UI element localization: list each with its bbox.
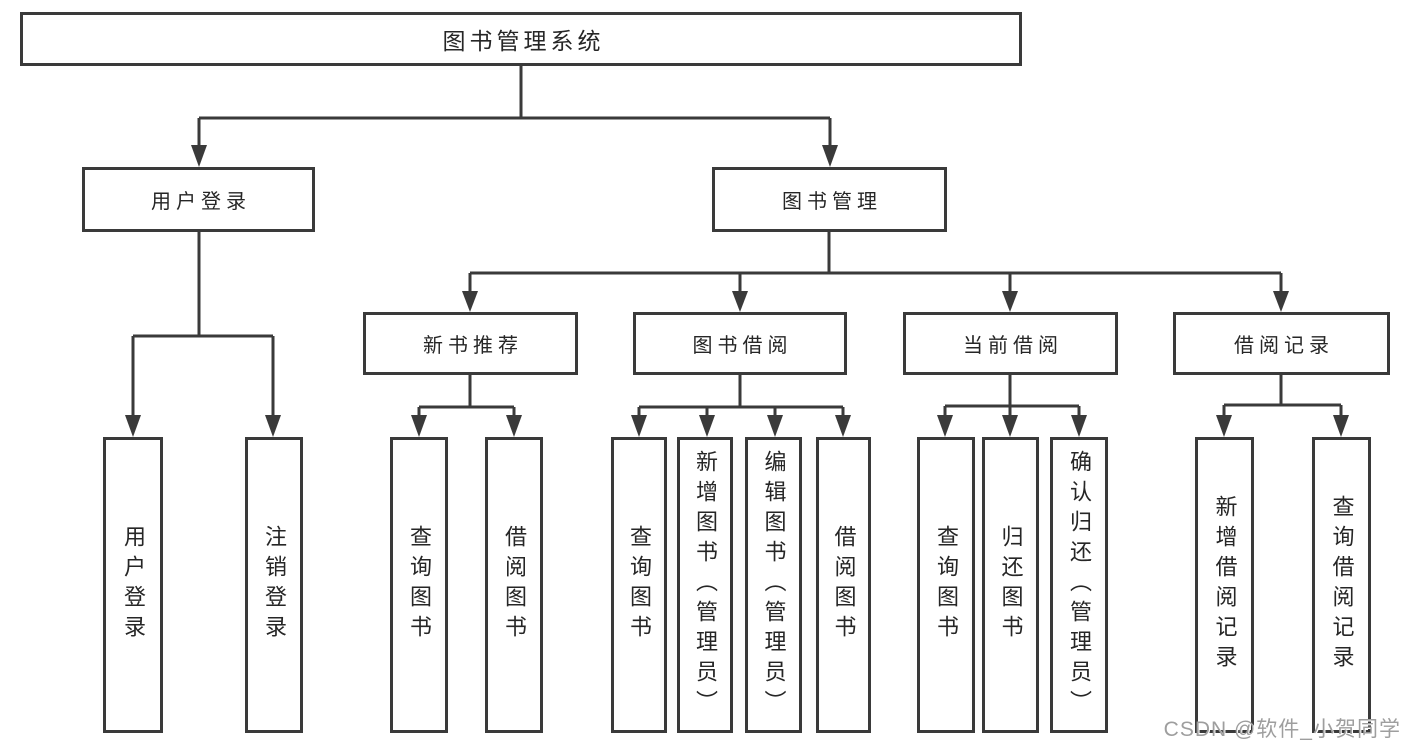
node-label: 借阅图书 [831,525,857,645]
leaf-logout: 注销登录 [245,437,303,733]
node-label: 归还图书 [998,525,1024,645]
node-borrow-records: 借阅记录 [1173,312,1390,375]
leaf-borrow-book: 借阅图书 [816,437,871,733]
node-label: 图书管理 [782,191,882,213]
node-user-login: 用户登录 [82,167,315,232]
leaf-recommend-borrow-book: 借阅图书 [485,437,543,733]
leaf-edit-book-admin: 编辑图书（管理员） [745,437,802,733]
node-label: 借阅图书 [502,525,527,645]
node-label: 借阅记录 [1234,335,1334,357]
leaf-borrow-query-book: 查询图书 [611,437,667,733]
node-label: 当前借阅 [963,335,1063,357]
node-library-system: 图书管理系统 [20,12,1022,66]
node-label: 编辑图书（管理员） [761,450,787,720]
node-new-book-recommend: 新书推荐 [363,312,578,375]
node-label: 查询图书 [934,525,959,645]
leaf-current-query-book: 查询图书 [917,437,975,733]
node-book-management: 图书管理 [712,167,947,232]
leaf-return-book: 归还图书 [982,437,1039,733]
node-label: 图书管理系统 [442,28,605,54]
csdn-watermark: CSDN @软件_小贺同学 [1163,718,1401,741]
node-label: 用户登录 [121,525,146,645]
node-label: 查询图书 [407,525,432,645]
node-book-borrow: 图书借阅 [633,312,847,375]
node-label: 确认归还（管理员） [1067,450,1092,720]
leaf-confirm-return-admin: 确认归还（管理员） [1050,437,1108,733]
node-label: 图书借阅 [692,335,793,357]
node-label: 用户登录 [151,191,251,213]
node-label: 查询借阅记录 [1329,495,1355,675]
leaf-recommend-query-book: 查询图书 [390,437,448,733]
leaf-add-book-admin: 新增图书（管理员） [677,437,733,733]
node-label: 新增借阅记录 [1212,495,1238,675]
leaf-user-login: 用户登录 [103,437,163,733]
node-label: 注销登录 [262,525,287,645]
leaf-add-borrow-record: 新增借阅记录 [1195,437,1254,733]
node-label: 新增图书（管理员） [693,450,718,720]
node-label: 查询图书 [627,525,652,645]
leaf-query-borrow-record: 查询借阅记录 [1312,437,1371,733]
node-label: 新书推荐 [423,335,523,357]
node-current-borrow: 当前借阅 [903,312,1118,375]
